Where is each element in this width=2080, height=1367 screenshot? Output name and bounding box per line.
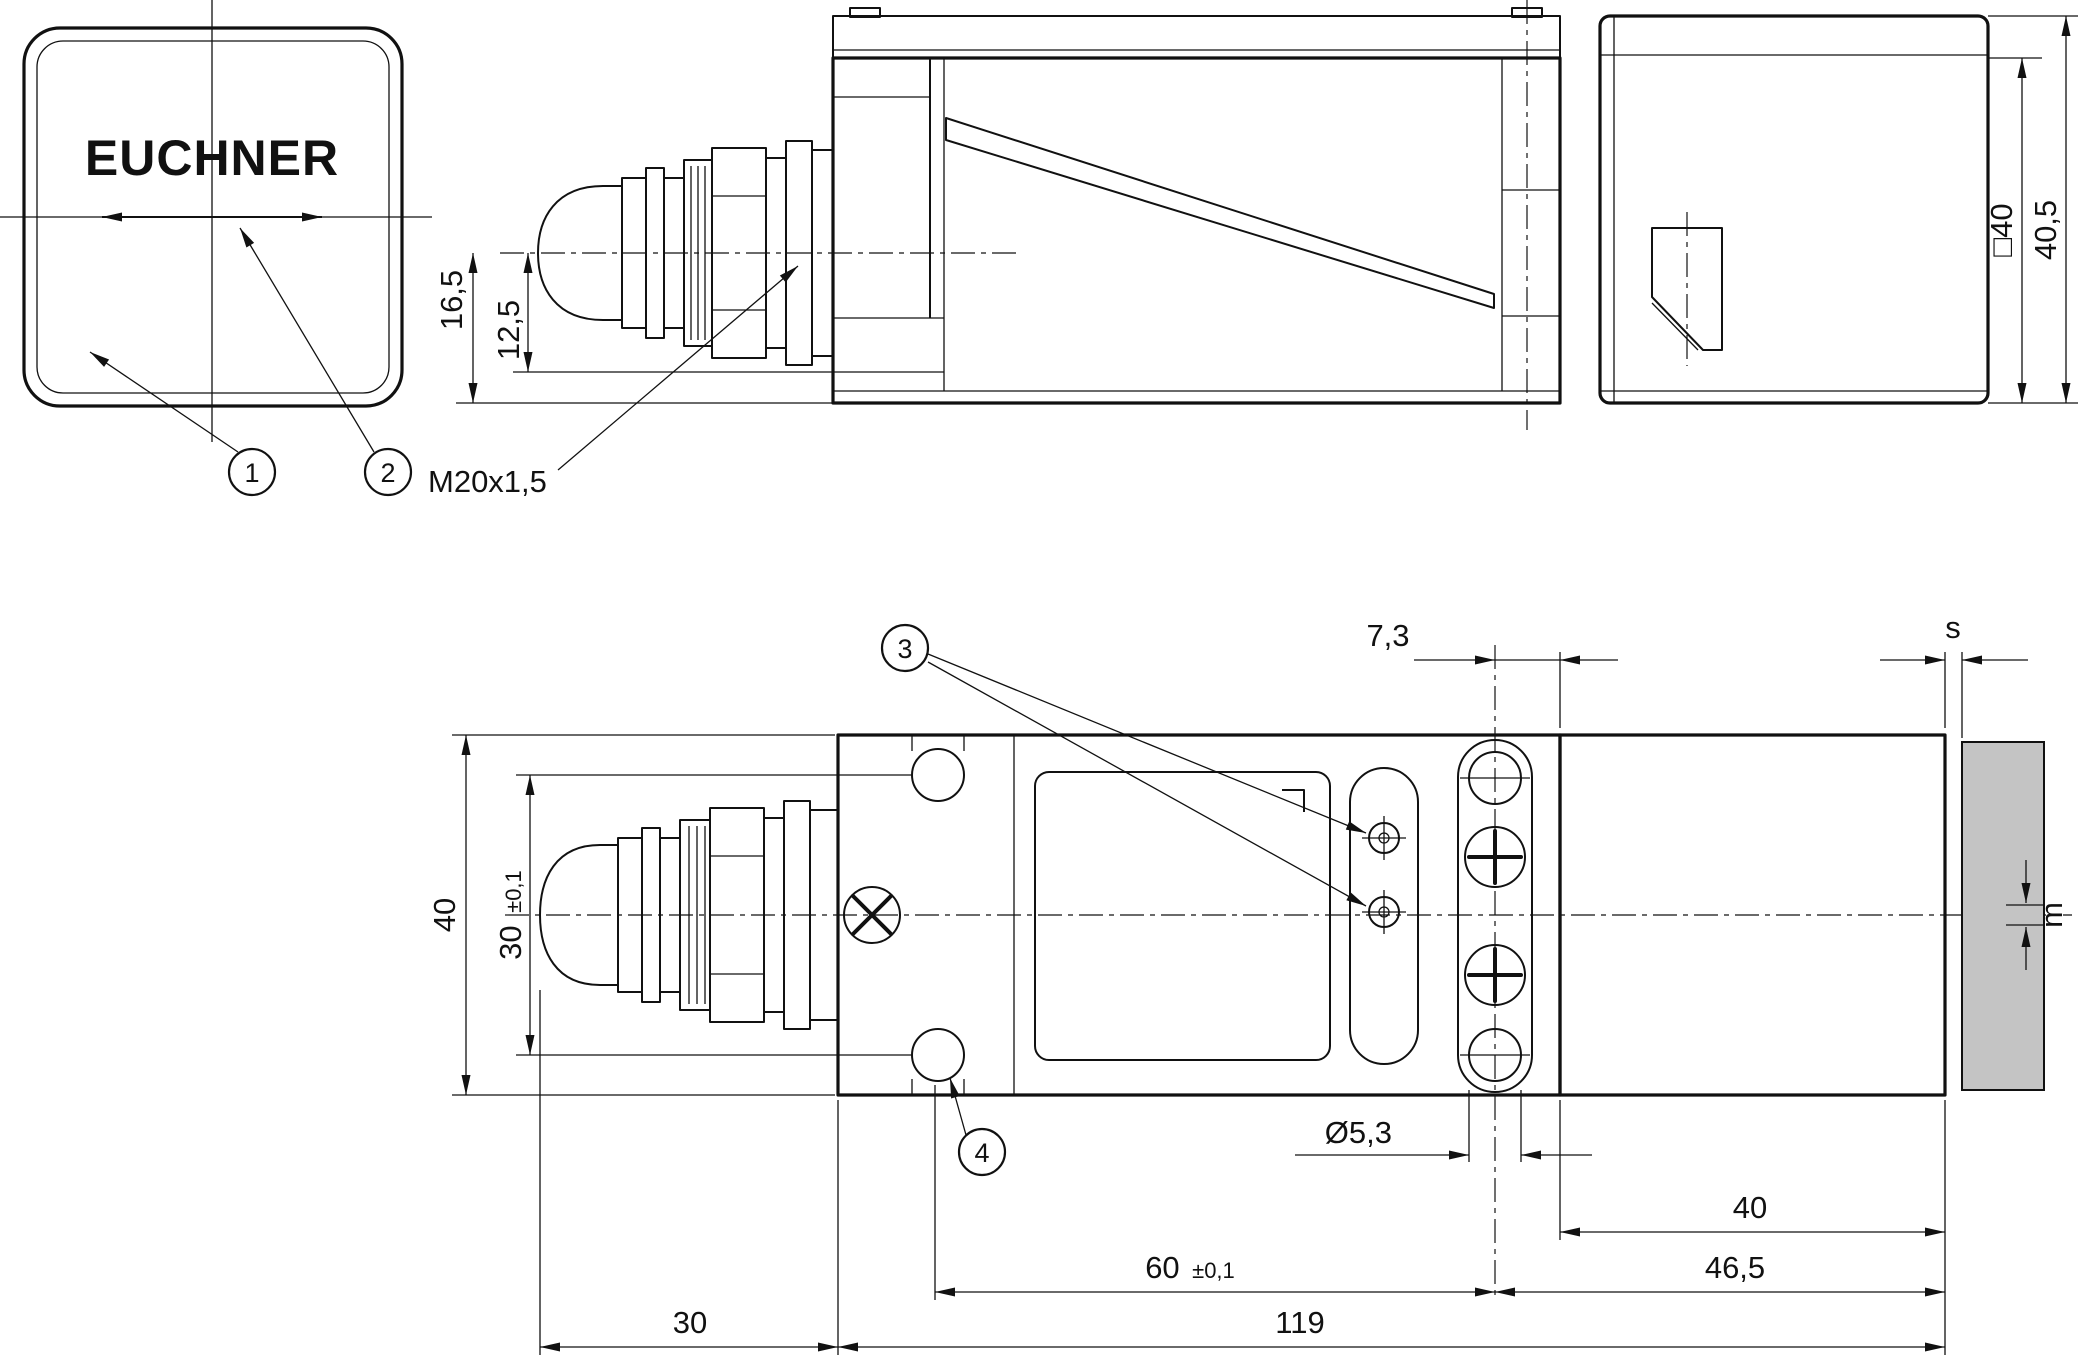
dim-width-40-label: 40 — [427, 898, 462, 932]
dim-119-label: 119 — [1275, 1305, 1324, 1340]
dim-gap-s-label: s — [1945, 610, 1961, 645]
label-window — [1034, 771, 1331, 1061]
mounting-hole-bottom — [911, 1028, 965, 1082]
dim-60: 60 ±0,1 — [934, 1085, 1495, 1300]
dim-16-5: 16,5 — [434, 253, 833, 404]
dim-overlap-m: m — [2006, 860, 2069, 970]
callout-2-label: 2 — [380, 458, 395, 488]
dim-slot-dia: Ø5,3 — [1295, 1090, 1592, 1162]
callout-3-label: 3 — [897, 634, 912, 664]
coding-slot — [1349, 767, 1419, 1065]
callout-2: 2 — [239, 227, 413, 497]
housing-side — [513, 7, 1562, 405]
dim-width-40: 40 — [427, 734, 835, 1096]
dim-hole-spacing-30: 30 ±0,1 — [493, 774, 912, 1056]
dim-hole-spacing-label: 30 ±0,1 — [493, 870, 528, 960]
housing-extension-outline — [1558, 733, 1947, 1097]
dim-46-5: 46,5 — [1495, 1250, 1945, 1297]
dim-7-3: 7,3 — [1366, 618, 1618, 728]
actuator-plate — [1961, 741, 2045, 1091]
slot-hole-top — [1468, 751, 1522, 805]
callout-1: 1 — [89, 351, 277, 497]
dim-7-3-label: 7,3 — [1366, 618, 1409, 653]
view-front-face: EUCHNER 1 2 — [0, 0, 432, 497]
dim-60-label: 60 ±0,1 — [1145, 1250, 1235, 1285]
callout-1-label: 1 — [244, 458, 259, 488]
dim-40-5: 40,5 — [1988, 15, 2078, 403]
slot-hole-bottom — [1468, 1028, 1522, 1082]
dim-12-5-label: 12,5 — [491, 300, 526, 360]
head-screw — [843, 886, 901, 944]
dim-overlap-m-label: m — [2034, 902, 2069, 928]
cable-gland-side — [537, 140, 834, 366]
dim-gap-s: s — [1880, 610, 2028, 738]
housing-outline — [22, 26, 404, 408]
callout-4-label: 4 — [974, 1138, 989, 1168]
housing-end-outline — [1598, 14, 1990, 405]
callout-3: 3 — [880, 623, 1367, 907]
dim-46-5-label: 46,5 — [1705, 1250, 1765, 1285]
dim-40-5-label: 40,5 — [2028, 200, 2063, 260]
view-end: □40 40,5 — [1598, 14, 2078, 405]
dim-square-40: □40 — [1984, 57, 2078, 404]
dim-slot-dia-label: Ø5,3 — [1325, 1115, 1392, 1150]
dim-head-40: 40 — [1559, 1100, 1946, 1355]
thread-label: M20x1,5 — [428, 464, 547, 499]
view-plan: s m 7,3 Ø5,3 40 — [427, 610, 2072, 1355]
thread-callout: M20x1,5 — [428, 265, 799, 499]
cover-screw-bottom — [1464, 944, 1526, 1006]
dim-head-40-label: 40 — [1733, 1190, 1767, 1225]
dim-square-40-label: □40 — [1984, 203, 2019, 256]
callout-4: 4 — [949, 1077, 1007, 1177]
housing-inner-outline — [36, 40, 390, 394]
internal-lever — [945, 117, 1495, 309]
body-mounting-strip — [1457, 739, 1533, 1093]
plunger-plan — [539, 800, 839, 1030]
brand-logo: EUCHNER — [85, 130, 339, 186]
window-corner-mark — [1282, 789, 1305, 812]
dim-plunger-30: 30 — [539, 990, 838, 1355]
dim-12-5: 12,5 — [491, 253, 533, 372]
mounting-hole-top — [911, 748, 965, 802]
dim-plunger-30-label: 30 — [673, 1305, 707, 1340]
dim-119: 119 — [837, 1100, 1945, 1355]
actuator-funnel — [1651, 227, 1723, 351]
view-side: 16,5 12,5 M20x1,5 — [428, 0, 1562, 499]
dim-16-5-label: 16,5 — [434, 270, 469, 330]
cover-screw-top — [1464, 826, 1526, 888]
